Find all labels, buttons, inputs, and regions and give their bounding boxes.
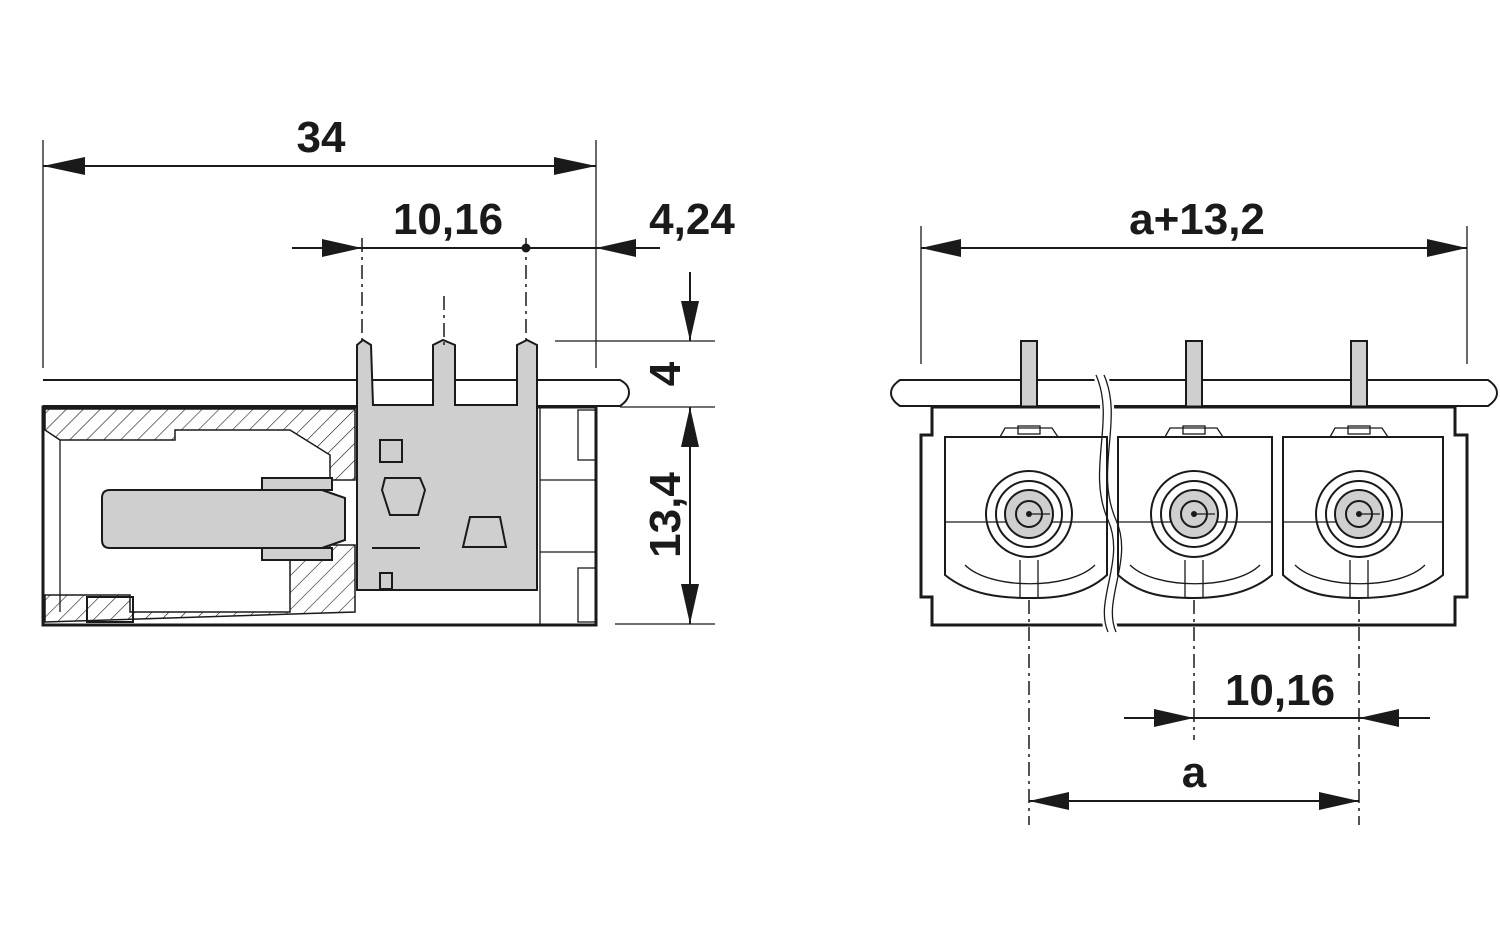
terminal-1: [944, 425, 1108, 600]
dim-offset: 4,24: [526, 195, 735, 257]
terminal-2: [1117, 425, 1273, 600]
dim-total-width-label: a+13,2: [1129, 195, 1265, 244]
dim-pitch-side-label: 10,16: [393, 195, 503, 244]
dim-a: a: [1029, 748, 1359, 810]
dim-pin-length-label: 4: [641, 361, 690, 386]
dim-a-label: a: [1182, 748, 1207, 797]
dim-total-width: a+13,2: [921, 195, 1467, 257]
dim-total-length-label: 34: [297, 113, 346, 162]
dim-total-length: 34: [43, 113, 596, 175]
dim-offset-label: 4,24: [649, 195, 735, 244]
solder-pins: [356, 338, 538, 591]
pins-front: [1020, 340, 1368, 408]
side-view: 34 10,16 4,24 4 13,4: [41, 113, 735, 627]
dim-height: 13,4: [641, 472, 699, 624]
pcb-board: [43, 379, 630, 407]
screw-shaft: [101, 489, 346, 549]
dim-pitch-front-label: 10,16: [1225, 666, 1335, 715]
dim-height-label: 13,4: [641, 472, 690, 558]
dim-pin-length: 4: [641, 272, 699, 624]
pcb-board-front: [890, 379, 1498, 407]
terminal-3: [1282, 425, 1444, 600]
front-view: a+13,2 10,16 a: [890, 195, 1498, 825]
dim-pitch-side: 10,16: [292, 195, 531, 257]
connector-housing-section: [41, 405, 598, 627]
dim-pitch-front: 10,16: [1124, 666, 1430, 727]
